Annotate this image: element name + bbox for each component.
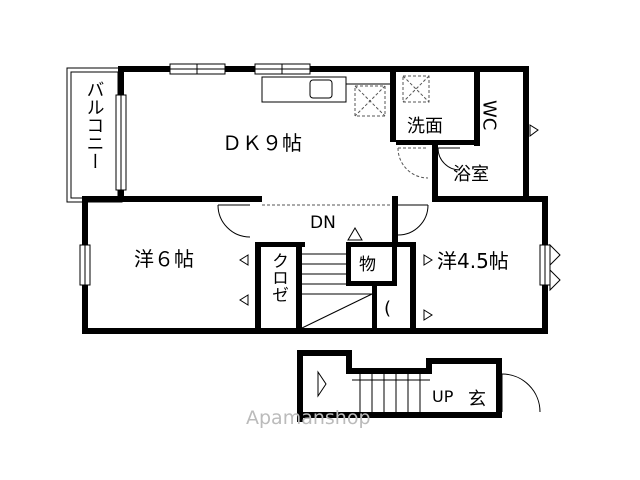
- windows: [79, 63, 551, 286]
- svg-text:Apamanshop: Apamanshop: [246, 407, 371, 429]
- washroom-label: 洗面: [407, 116, 443, 137]
- balcony-label: バルコニー: [84, 80, 105, 170]
- stairs-upper: [301, 227, 373, 329]
- wc-label: WC: [479, 100, 500, 130]
- apamanshop-logo: Apamanshop: [246, 407, 371, 429]
- washer-space: [402, 75, 430, 103]
- interior-walls: [255, 66, 480, 334]
- western45-label: 洋4.5帖: [437, 249, 509, 273]
- closet-small-label: (: [384, 298, 391, 319]
- doors: [217, 124, 561, 321]
- entrance-label: 玄: [468, 389, 486, 410]
- western6-label: 洋６帖: [134, 247, 194, 271]
- dk-label: ＤＫ９帖: [222, 131, 302, 155]
- bath-label: 浴室: [453, 164, 489, 185]
- stairs-down-label: DN: [310, 213, 336, 233]
- closet-label: クロゼ: [268, 252, 288, 303]
- kitchen-counter: [261, 76, 390, 117]
- stairs-up-label: UP: [432, 387, 454, 406]
- lower-floor: [297, 350, 541, 422]
- storage-label: 物: [359, 255, 376, 275]
